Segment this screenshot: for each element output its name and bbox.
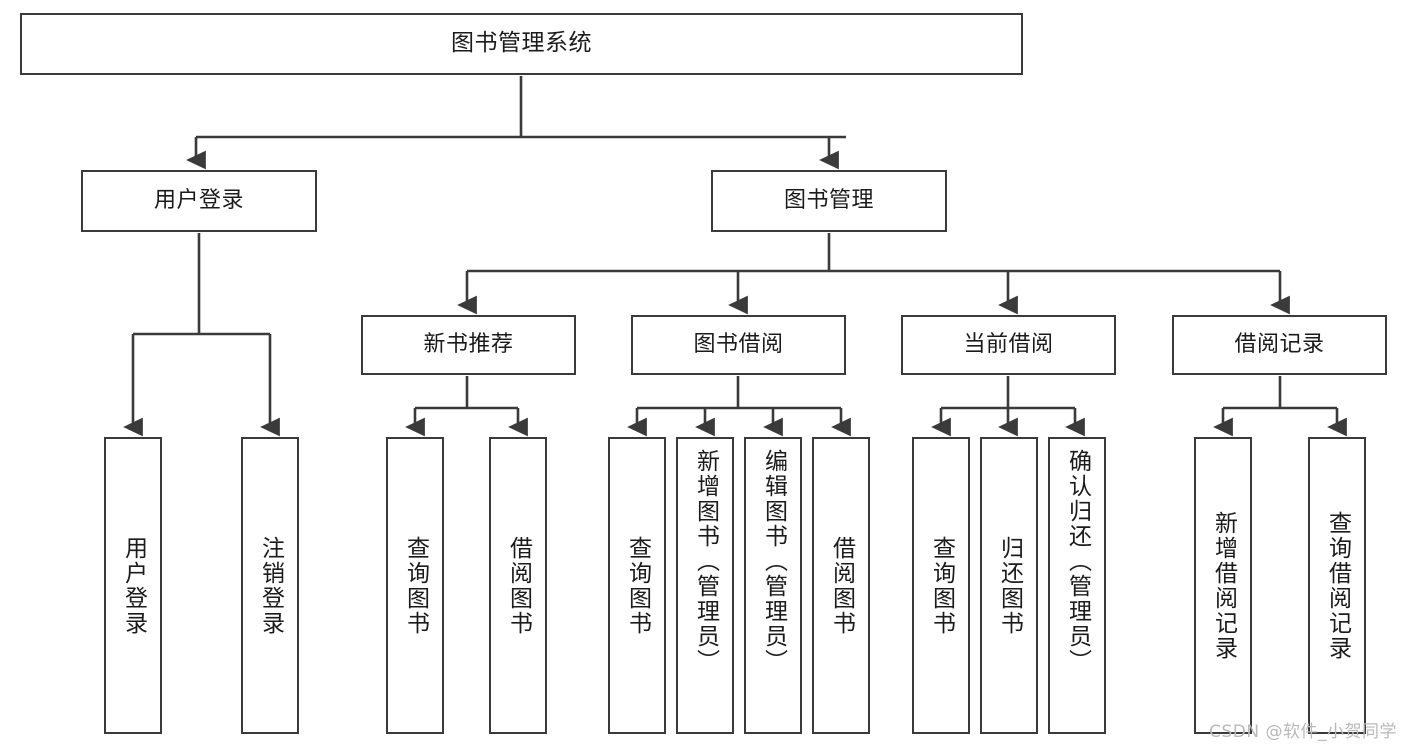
node-leaf-borrow-query-book[interactable]: 查询图书	[608, 437, 666, 734]
node-book-management[interactable]: 图书管理	[711, 170, 947, 232]
node-leaf-label: 用户登录	[120, 535, 147, 636]
node-leaf-label: 确认归还（管理员）	[1064, 449, 1091, 674]
node-leaf-borrow-borrow-book[interactable]: 借阅图书	[812, 437, 870, 734]
node-leaf-label: 查询图书	[928, 535, 955, 636]
node-new-book-recommend[interactable]: 新书推荐	[361, 315, 576, 375]
node-leaf-label: 借阅图书	[505, 535, 532, 636]
node-current-borrow-label: 当前借阅	[963, 331, 1054, 357]
node-leaf-label: 查询图书	[624, 535, 651, 636]
node-leaf-new-book-borrow[interactable]: 借阅图书	[489, 437, 547, 734]
node-leaf-label: 注销登录	[257, 535, 284, 636]
node-leaf-record-query-record[interactable]: 查询借阅记录	[1308, 437, 1366, 734]
node-leaf-label: 借阅图书	[828, 535, 855, 636]
node-root-label: 图书管理系统	[451, 30, 592, 57]
node-leaf-current-return-book[interactable]: 归还图书	[980, 437, 1038, 734]
node-leaf-label: 查询借阅记录	[1324, 510, 1351, 661]
node-leaf-borrow-add-book[interactable]: 新增图书（管理员）	[676, 437, 734, 734]
node-leaf-label: 查询图书	[402, 535, 429, 636]
node-book-management-label: 图书管理	[783, 187, 874, 213]
node-leaf-record-add-record[interactable]: 新增借阅记录	[1194, 437, 1252, 734]
node-leaf-label: 新增借阅记录	[1210, 510, 1237, 661]
node-leaf-new-book-query[interactable]: 查询图书	[386, 437, 444, 734]
node-leaf-current-confirm-return[interactable]: 确认归还（管理员）	[1048, 437, 1106, 734]
node-book-borrow-label: 图书借阅	[693, 331, 784, 357]
node-leaf-user-login-signin[interactable]: 用户登录	[104, 437, 162, 734]
node-borrow-record-label: 借阅记录	[1234, 331, 1325, 357]
node-new-book-recommend-label: 新书推荐	[423, 331, 514, 357]
node-leaf-label: 新增图书（管理员）	[692, 449, 719, 674]
node-leaf-label: 编辑图书（管理员）	[760, 449, 787, 674]
node-borrow-record[interactable]: 借阅记录	[1172, 315, 1387, 375]
node-book-borrow[interactable]: 图书借阅	[631, 315, 846, 375]
node-current-borrow[interactable]: 当前借阅	[901, 315, 1116, 375]
node-leaf-label: 归还图书	[996, 535, 1023, 636]
node-leaf-user-login-signout[interactable]: 注销登录	[241, 437, 299, 734]
node-root-book-management-system[interactable]: 图书管理系统	[20, 13, 1023, 75]
node-user-login-label: 用户登录	[153, 187, 244, 213]
node-user-login[interactable]: 用户登录	[81, 170, 317, 232]
node-leaf-borrow-edit-book[interactable]: 编辑图书（管理员）	[744, 437, 802, 734]
node-leaf-current-query-book[interactable]: 查询图书	[912, 437, 970, 734]
csdn-watermark: CSDN @软件_小贺同学	[1209, 722, 1397, 742]
